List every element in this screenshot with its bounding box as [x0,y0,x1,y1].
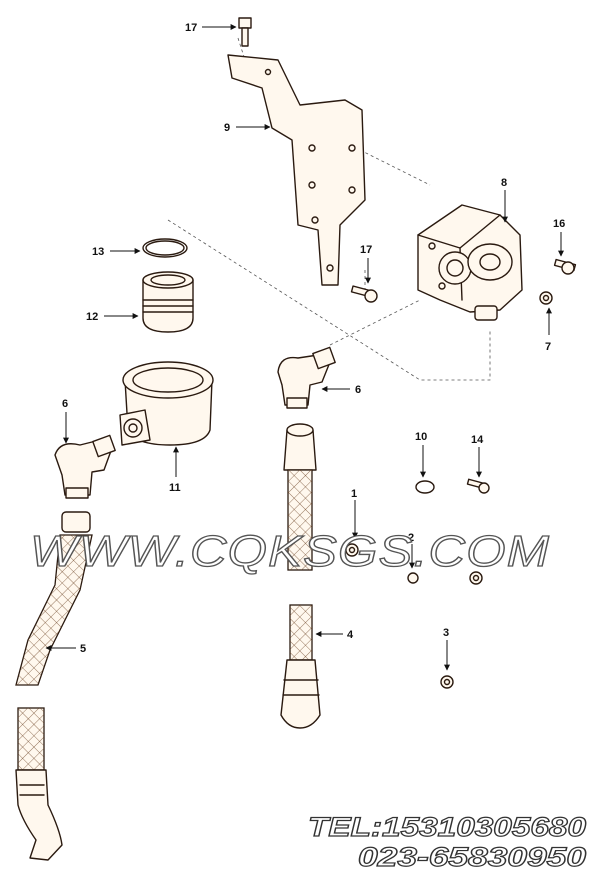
screw-14 [466,478,490,494]
elbow-fitting-right [277,346,336,409]
callout-4: 4 [347,629,354,641]
callout-1: 1 [351,488,357,500]
callout-6-right: 6 [355,384,361,396]
contact-phone: 023-65830950 [358,842,586,872]
callout-8: 8 [501,177,507,189]
callout-10: 10 [415,431,427,443]
callout-14: 14 [471,434,484,446]
bolt-16 [553,258,577,275]
contact-tel: TEL:15310305680 [308,812,586,842]
nut-7 [539,291,553,305]
filter-head [417,204,523,321]
elbow-fitting-left [54,434,116,499]
callout-9: 9 [224,122,230,134]
filter-housing [119,361,214,446]
callout-2: 2 [408,532,414,544]
leader-lines [45,24,564,671]
callout-16: 16 [553,218,565,230]
clamp-10 [415,480,435,494]
callout-17-top: 17 [185,22,197,34]
threaded-adapter [142,271,194,333]
screw-2b [469,571,483,585]
watermark-text: WWW.CQKSGS.COM [30,527,550,576]
hose-assembly-5 [15,511,93,861]
callout-13: 13 [92,246,104,258]
o-ring [142,238,188,258]
callout-17-middle: 17 [360,244,372,256]
callout-labels: 17 9 8 16 13 17 12 7 6 6 10 14 11 1 2 5 … [62,22,565,655]
bolt-17-top [238,17,252,47]
callout-7: 7 [545,341,551,353]
callout-12: 12 [86,311,98,323]
callout-3: 3 [443,627,449,639]
screw-1 [345,543,359,557]
hose-assembly-4 [280,423,321,729]
callout-11: 11 [169,482,181,494]
callout-5: 5 [80,643,86,655]
nut-2 [407,572,419,584]
mounting-bracket [227,54,366,286]
bolt-17-middle [350,285,378,303]
callout-6-left: 6 [62,398,68,410]
nut-3 [440,675,454,689]
